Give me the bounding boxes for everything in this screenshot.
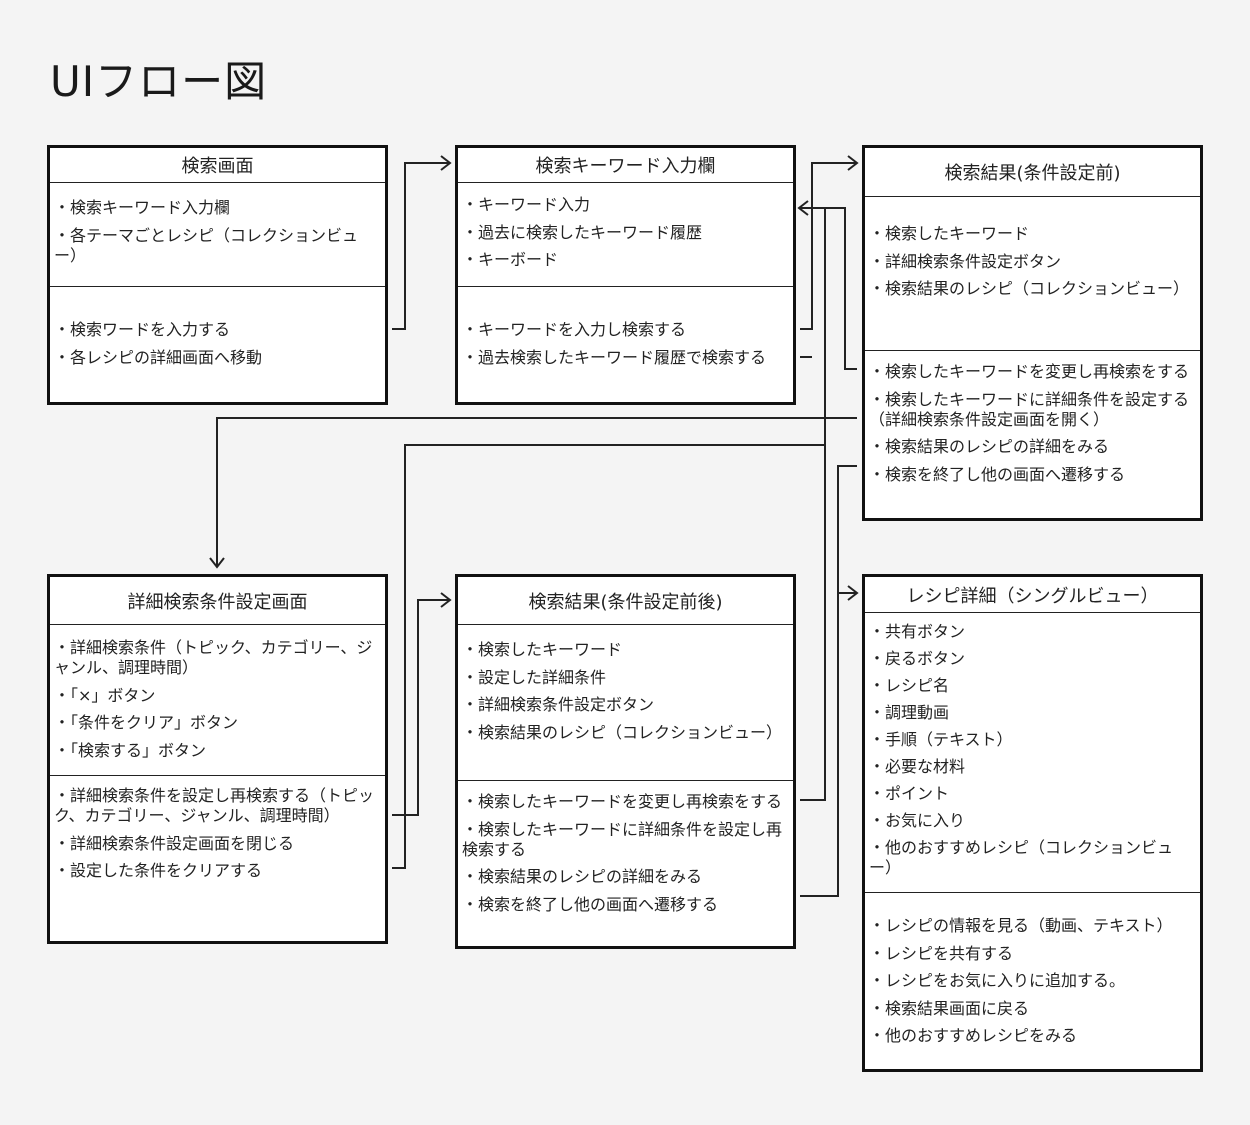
connector-line <box>392 599 449 816</box>
list-item: 検索したキーワード <box>869 224 1196 244</box>
actions-section: 検索したキーワードを変更し再検索をする 検索したキーワードに詳細条件を設定し再検… <box>458 780 793 946</box>
actions-section: 検索ワードを入力する 各レシピの詳細画面へ移動 <box>50 286 385 402</box>
components-section: 検索したキーワード 詳細検索条件設定ボタン 検索結果のレシピ（コレクションビュー… <box>865 224 1200 350</box>
list-item: 検索したキーワードに詳細条件を設定する（詳細検索条件設定画面を開く） <box>869 390 1196 430</box>
list-item: 調理動画 <box>869 703 1196 723</box>
connector-line <box>800 593 839 897</box>
connector-line <box>837 465 857 594</box>
box-title: 検索画面 <box>50 148 385 183</box>
list-item: 戻るボタン <box>869 649 1196 669</box>
list-item: キーワードを入力し検索する <box>462 320 789 340</box>
list-item: 他のおすすめレシピ（コレクションビュー） <box>869 838 1196 878</box>
list-item: 検索キーワード入力欄 <box>54 198 381 218</box>
components-section: 共有ボタン 戻るボタン レシピ名 調理動画 手順（テキスト） 必要な材料 ポイン… <box>865 622 1200 892</box>
box-detail-filter: 詳細検索条件設定画面 詳細検索条件（トピック、カテゴリー、ジャンル、調理時間） … <box>47 574 388 944</box>
arrow-head-icon <box>440 592 452 608</box>
list-item: 「条件をクリア」ボタン <box>54 713 381 733</box>
box-results-before: 検索結果(条件設定前) 検索したキーワード 詳細検索条件設定ボタン 検索結果のレ… <box>862 145 1203 521</box>
page-title: UIフロー図 <box>50 57 268 106</box>
connector-line <box>800 207 857 370</box>
components-section: 詳細検索条件（トピック、カテゴリー、ジャンル、調理時間） 「×」ボタン 「条件を… <box>50 638 385 775</box>
list-item: 検索結果のレシピの詳細をみる <box>869 437 1196 457</box>
connector-line <box>800 162 856 330</box>
components-section: 検索キーワード入力欄 各テーマごとレシピ（コレクションビュー） <box>50 198 385 286</box>
list-item: レシピ名 <box>869 676 1196 696</box>
list-item: 検索を終了し他の画面へ遷移する <box>462 895 789 915</box>
actions-section: 検索したキーワードを変更し再検索をする 検索したキーワードに詳細条件を設定する（… <box>865 350 1200 518</box>
list-item: 詳細検索条件を設定し再検索する（トピック、カテゴリー、ジャンル、調理時間） <box>54 786 381 826</box>
actions-section: 詳細検索条件を設定し再検索する（トピック、カテゴリー、ジャンル、調理時間） 詳細… <box>50 775 385 941</box>
list-item: 検索ワードを入力する <box>54 320 381 340</box>
list-item: 手順（テキスト） <box>869 730 1196 750</box>
list-item: 詳細検索条件（トピック、カテゴリー、ジャンル、調理時間） <box>54 638 381 678</box>
list-item: お気に入り <box>869 811 1196 831</box>
list-item: キーワード入力 <box>462 195 789 215</box>
box-title: レシピ詳細（シングルビュー） <box>865 577 1200 613</box>
box-title: 検索結果(条件設定前後) <box>458 577 793 625</box>
list-item: 詳細検索条件設定ボタン <box>462 695 789 715</box>
list-item: 他のおすすめレシピをみる <box>869 1026 1196 1046</box>
list-item: レシピの情報を見る（動画、テキスト） <box>869 916 1196 936</box>
list-item: 検索したキーワードに詳細条件を設定し再検索する <box>462 820 789 860</box>
list-item: 詳細検索条件設定ボタン <box>869 252 1196 272</box>
list-item: 設定した詳細条件 <box>462 668 789 688</box>
actions-section: キーワードを入力し検索する 過去検索したキーワード履歴で検索する <box>458 286 793 402</box>
list-item: 各テーマごとレシピ（コレクションビュー） <box>54 226 381 266</box>
connector-line <box>800 445 826 801</box>
connector-line <box>392 162 449 330</box>
box-search-screen: 検索画面 検索キーワード入力欄 各テーマごとレシピ（コレクションビュー） 検索ワ… <box>47 145 388 405</box>
list-item: 検索結果のレシピの詳細をみる <box>462 867 789 887</box>
list-item: キーボード <box>462 250 789 270</box>
box-title: 検索キーワード入力欄 <box>458 148 793 183</box>
connector-line <box>216 417 857 566</box>
list-item: 検索したキーワード <box>462 640 789 660</box>
actions-section: レシピの情報を見る（動画、テキスト） レシピを共有する レシピをお気に入りに追加… <box>865 892 1200 1069</box>
arrow-head-icon <box>847 155 859 171</box>
list-item: 各レシピの詳細画面へ移動 <box>54 348 381 368</box>
box-recipe-detail: レシピ詳細（シングルビュー） 共有ボタン 戻るボタン レシピ名 調理動画 手順（… <box>862 574 1203 1072</box>
list-item: 検索結果のレシピ（コレクションビュー） <box>869 279 1196 299</box>
list-item: レシピを共有する <box>869 944 1196 964</box>
list-item: 過去検索したキーワード履歴で検索する <box>462 348 789 368</box>
list-item: 過去に検索したキーワード履歴 <box>462 223 789 243</box>
box-title: 検索結果(条件設定前) <box>865 148 1200 197</box>
list-item: 検索したキーワードを変更し再検索をする <box>869 362 1196 382</box>
list-item: 「検索する」ボタン <box>54 741 381 761</box>
list-item: 設定した条件をクリアする <box>54 861 381 881</box>
components-section: キーワード入力 過去に検索したキーワード履歴 キーボード <box>458 195 793 286</box>
box-keyword-input: 検索キーワード入力欄 キーワード入力 過去に検索したキーワード履歴 キーボード … <box>455 145 796 405</box>
list-item: 「×」ボタン <box>54 686 381 706</box>
arrow-head-icon <box>847 585 859 601</box>
list-item: 検索したキーワードを変更し再検索をする <box>462 792 789 812</box>
components-section: 検索したキーワード 設定した詳細条件 詳細検索条件設定ボタン 検索結果のレシピ（… <box>458 640 793 780</box>
box-title: 詳細検索条件設定画面 <box>50 577 385 625</box>
list-item: 詳細検索条件設定画面を閉じる <box>54 834 381 854</box>
arrow-head-icon <box>209 557 225 569</box>
list-item: 必要な材料 <box>869 757 1196 777</box>
list-item: ポイント <box>869 784 1196 804</box>
list-item: 検索結果のレシピ（コレクションビュー） <box>462 723 789 743</box>
arrow-head-icon <box>797 200 809 216</box>
arrow-head-icon <box>440 155 452 171</box>
list-item: 検索を終了し他の画面へ遷移する <box>869 465 1196 485</box>
list-item: 検索結果画面に戻る <box>869 999 1196 1019</box>
list-item: 共有ボタン <box>869 622 1196 642</box>
list-item: レシピをお気に入りに追加する。 <box>869 971 1196 991</box>
box-results-after: 検索結果(条件設定前後) 検索したキーワード 設定した詳細条件 詳細検索条件設定… <box>455 574 796 949</box>
